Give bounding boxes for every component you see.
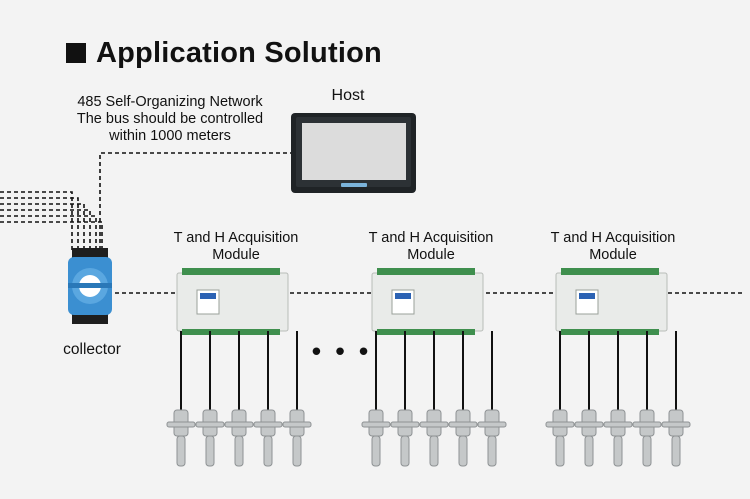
network-note-line3: within 1000 meters [109, 128, 231, 144]
sensor-2-2 [390, 409, 420, 467]
module-label-2-line2: Module [407, 247, 455, 263]
module-label-1: T and H Acquisition Module [151, 230, 321, 264]
sensor-2-1 [361, 409, 391, 467]
sensor-probes [166, 409, 691, 467]
title-text: Application Solution [96, 36, 382, 69]
sensor-3-3 [603, 409, 633, 467]
host-label: Host [331, 87, 365, 104]
sensor-1-3 [224, 409, 254, 467]
module-box-2 [371, 268, 484, 335]
sensor-1-1 [166, 409, 196, 467]
module-label-2-line1: T and H Acquisition [368, 230, 494, 246]
host-panel-icon [291, 113, 416, 193]
sensor-1-4 [253, 409, 283, 467]
module-label-3-line1: T and H Acquisition [550, 230, 676, 246]
sensor-1-5 [282, 409, 312, 467]
title-square-icon [66, 43, 86, 63]
sensor-cables [180, 331, 677, 410]
ellipsis-dots: • • • [309, 338, 372, 368]
module-label-3-line2: Module [589, 247, 637, 263]
module-label-1-line1: T and H Acquisition [173, 230, 299, 246]
sensor-3-1 [545, 409, 575, 467]
module-label-1-line2: Module [212, 247, 260, 263]
module-box-1 [176, 268, 289, 335]
sensor-3-5 [661, 409, 691, 467]
network-note: 485 Self-Organizing Network The bus shou… [55, 94, 285, 145]
network-note-line2: The bus should be controlled [76, 111, 264, 127]
sensor-2-3 [419, 409, 449, 467]
sensor-2-5 [477, 409, 507, 467]
module-box-3 [555, 268, 668, 335]
module-label-2: T and H Acquisition Module [346, 230, 516, 264]
sensor-3-4 [632, 409, 662, 467]
sensor-2-4 [448, 409, 478, 467]
collector-device-icon [68, 248, 112, 324]
sensor-3-2 [574, 409, 604, 467]
collector-label: collector [63, 341, 121, 358]
module-label-3: T and H Acquisition Module [528, 230, 698, 264]
network-note-line1: 485 Self-Organizing Network [77, 94, 263, 110]
page-title: Application Solution [66, 36, 382, 70]
sensor-1-2 [195, 409, 225, 467]
